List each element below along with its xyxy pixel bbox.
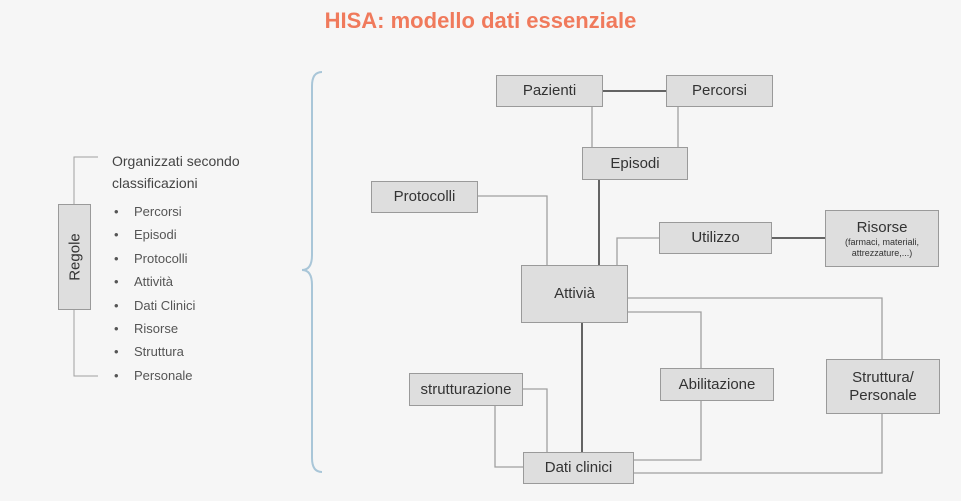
node-label: Personale <box>849 386 917 404</box>
page-title: HISA: modello dati essenziale <box>324 8 637 33</box>
node-label: Protocolli <box>393 188 456 205</box>
list-item: Personale <box>112 364 195 388</box>
list-item: Dati Clinici <box>112 294 195 318</box>
list-item: Percorsi <box>112 200 195 224</box>
heading-line-2: classificazioni <box>112 175 198 191</box>
node-risorse: Risorse (farmaci, materiali, attrezzatur… <box>825 210 939 267</box>
node-sublabel: attrezzature,...) <box>851 247 913 258</box>
node-protocolli: Protocolli <box>371 181 478 213</box>
node-pazienti: Pazienti <box>496 75 603 107</box>
heading-line-1: Organizzati secondo <box>112 153 240 169</box>
list-item: Episodi <box>112 223 195 247</box>
node-label: Utilizzo <box>691 229 740 246</box>
link-struttura-daticlinici <box>634 414 883 474</box>
node-strutturazione: strutturazione <box>409 373 523 406</box>
node-label: Risorse <box>856 218 908 236</box>
link-attivita-abilitazione <box>628 311 702 368</box>
node-episodi: Episodi <box>582 147 688 180</box>
node-label: Struttura/ <box>852 368 914 386</box>
node-label: Dati clinici <box>544 459 613 476</box>
list-item: Struttura <box>112 340 195 364</box>
node-dati-clinici: Dati clinici <box>523 452 634 484</box>
node-label: strutturazione <box>420 380 512 398</box>
node-label: Attivià <box>554 285 595 302</box>
rules-label: Regole <box>66 233 83 281</box>
node-label: Abilitazione <box>678 375 756 393</box>
link-strutturazione-daticlinici-b <box>494 406 523 468</box>
link-attivita-struttura <box>628 297 883 359</box>
node-abilitazione: Abilitazione <box>660 368 774 401</box>
link-abilitazione-daticlinici <box>634 401 702 461</box>
classification-heading: Organizzati secondo classificazioni <box>112 150 292 194</box>
list-item: Risorse <box>112 317 195 341</box>
node-label: Percorsi <box>691 82 747 99</box>
node-sublabel: (farmaci, materiali, <box>844 236 919 247</box>
list-item: Attività <box>112 270 195 294</box>
node-utilizzo: Utilizzo <box>659 222 772 254</box>
link-utilizzo-attivita <box>616 237 659 265</box>
link-strutturazione-daticlinici-a <box>523 388 548 452</box>
list-item: Protocolli <box>112 247 195 271</box>
node-attivita: Attivià <box>521 265 628 323</box>
rules-box: Regole <box>58 204 91 310</box>
node-struttura-personale: Struttura/ Personale <box>826 359 940 414</box>
link-protocolli-attivita <box>478 195 548 265</box>
node-label: Pazienti <box>522 82 577 99</box>
curly-brace <box>301 71 323 473</box>
classification-list: Percorsi Episodi Protocolli Attività Dat… <box>112 200 195 388</box>
node-percorsi: Percorsi <box>666 75 773 107</box>
node-label: Episodi <box>610 154 660 172</box>
